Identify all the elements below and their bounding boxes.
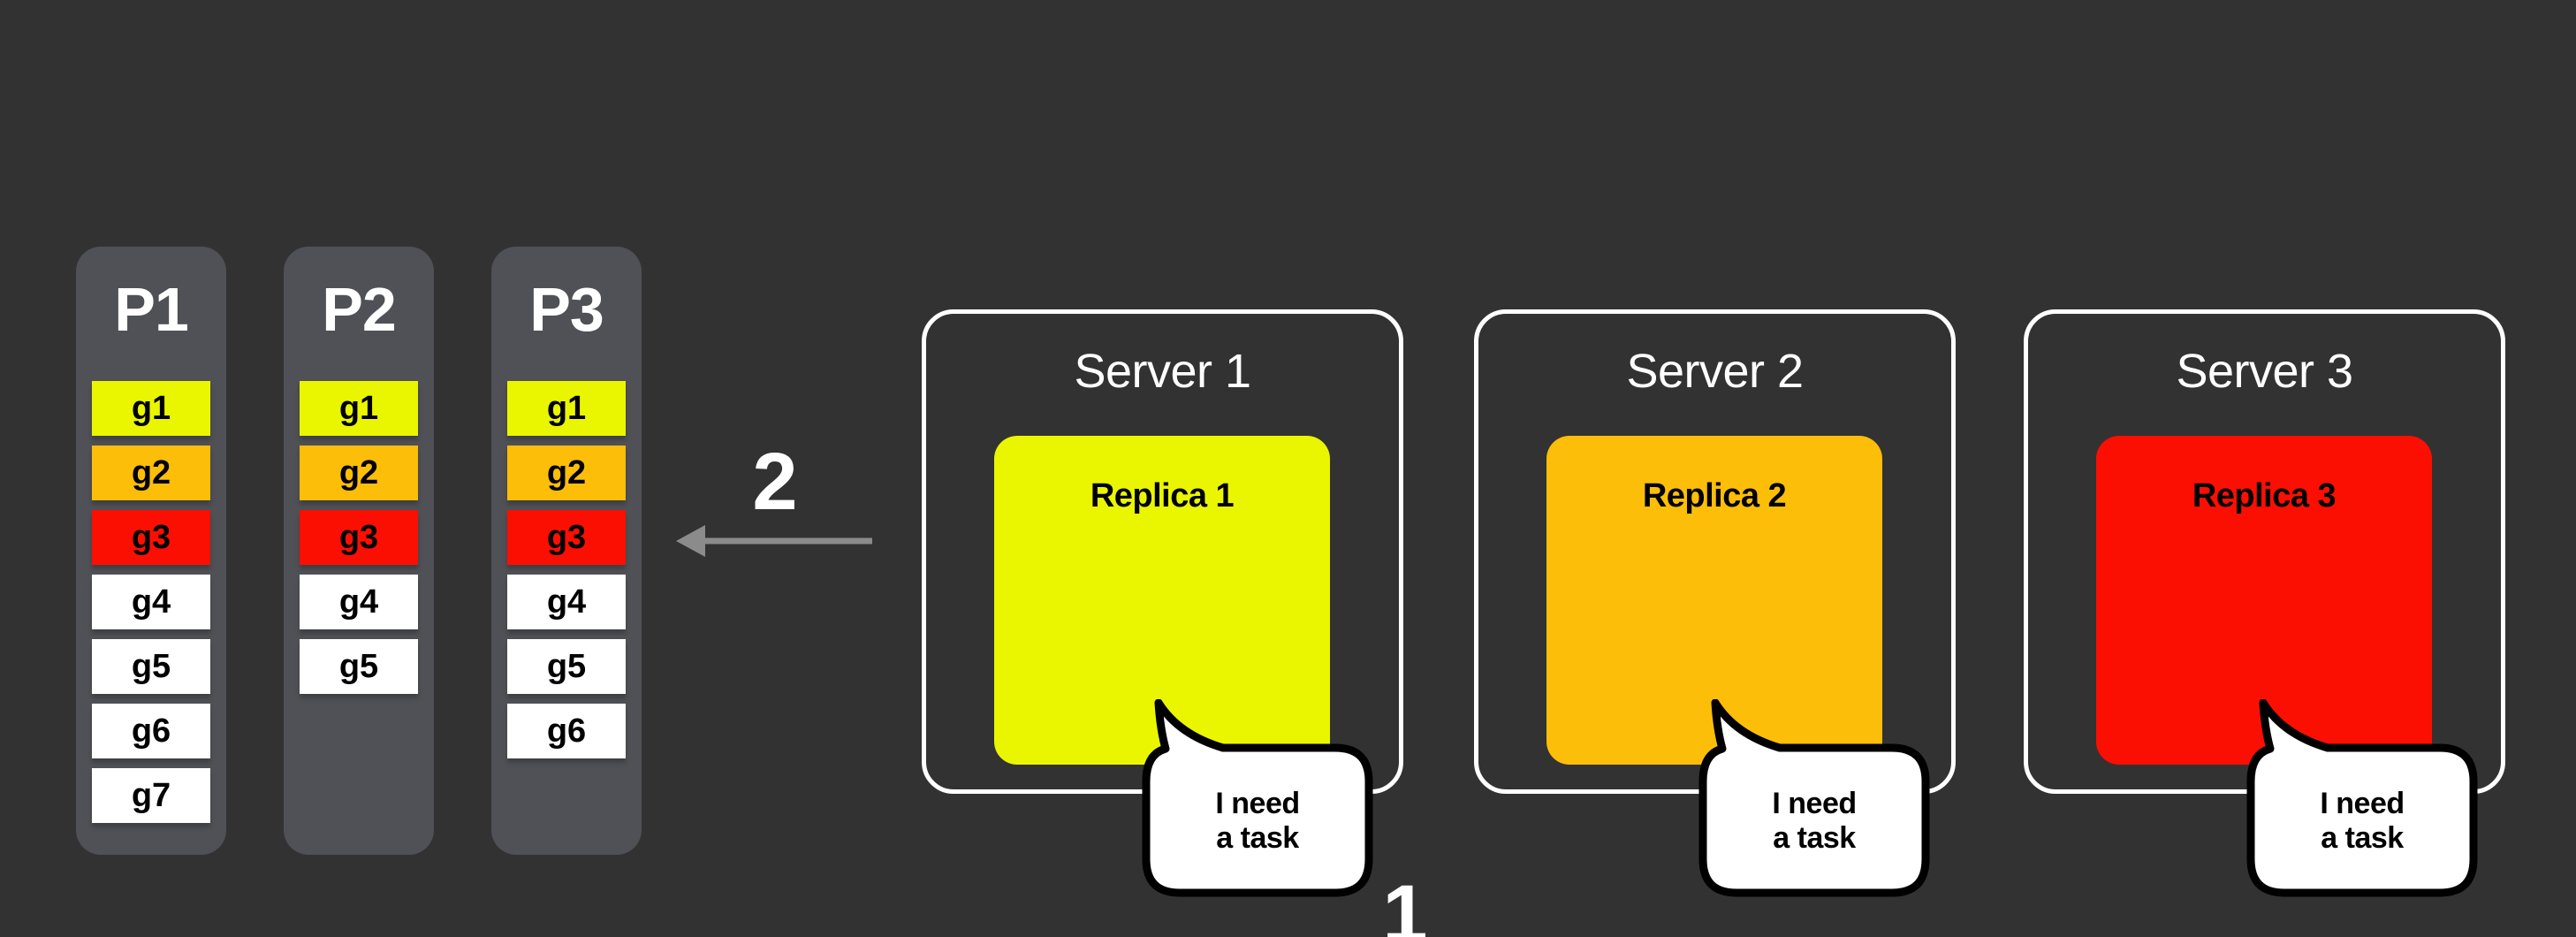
task-cell-g7: g7 bbox=[92, 768, 210, 823]
task-cell-g2: g2 bbox=[92, 446, 210, 500]
task-cell-g5: g5 bbox=[300, 639, 418, 694]
bubble-text: I need a task bbox=[1698, 787, 1930, 856]
step-2-label: 2 bbox=[752, 437, 798, 527]
speech-bubble-shape bbox=[1698, 699, 1930, 897]
task-cell-g1: g1 bbox=[92, 381, 210, 436]
bubble-text: I need a task bbox=[2246, 787, 2478, 856]
task-cell-g1: g1 bbox=[507, 381, 626, 436]
task-cell-g5: g5 bbox=[92, 639, 210, 694]
bubble-line-2: a task bbox=[2321, 821, 2404, 855]
replica-label: Replica 2 bbox=[1642, 477, 1787, 514]
bubble-line-1: I need bbox=[1772, 787, 1857, 820]
partition-title: P1 bbox=[114, 275, 189, 344]
task-cell-g1: g1 bbox=[300, 381, 418, 436]
replica-1-box: Replica 1 bbox=[994, 436, 1330, 765]
speech-bubble-server-2: I need a task bbox=[1698, 699, 1930, 897]
task-cell-g3: g3 bbox=[507, 510, 626, 565]
task-cell-g3: g3 bbox=[92, 510, 210, 565]
task-cell-g2: g2 bbox=[300, 446, 418, 500]
left-arrow-icon bbox=[676, 523, 872, 559]
server-title: Server 3 bbox=[2176, 345, 2353, 398]
replica-label: Replica 3 bbox=[2192, 477, 2337, 514]
partition-title: P3 bbox=[529, 275, 604, 344]
task-cell-g5: g5 bbox=[507, 639, 626, 694]
bubble-text: I need a task bbox=[1142, 787, 1373, 856]
partition-p2: P2 g1 g2 g3 g4 g5 bbox=[284, 247, 434, 855]
server-1-box: Server 1 Replica 1 bbox=[922, 309, 1403, 794]
partition-p3: P3 g1 g2 g3 g4 g5 g6 bbox=[491, 247, 642, 855]
partition-task-list: g1 g2 g3 g4 g5 g6 bbox=[507, 381, 626, 758]
partition-task-list: g1 g2 g3 g4 g5 g6 g7 bbox=[92, 381, 210, 823]
task-cell-g2: g2 bbox=[507, 446, 626, 500]
server-title: Server 2 bbox=[1626, 345, 1804, 398]
bubble-line-2: a task bbox=[1216, 821, 1299, 855]
replica-3-box: Replica 3 bbox=[2096, 436, 2432, 765]
step-1-label: 1 bbox=[1382, 869, 1428, 937]
partition-title: P2 bbox=[322, 275, 397, 344]
task-cell-g4: g4 bbox=[507, 575, 626, 629]
speech-bubble-server-3: I need a task bbox=[2246, 699, 2478, 897]
bubble-line-1: I need bbox=[2320, 787, 2405, 820]
speech-bubble-shape bbox=[2246, 699, 2478, 897]
task-cell-g4: g4 bbox=[92, 575, 210, 629]
bubble-line-2: a task bbox=[1773, 821, 1856, 855]
replica-label: Replica 1 bbox=[1090, 477, 1235, 514]
server-3-box: Server 3 Replica 3 bbox=[2024, 309, 2505, 794]
partition-p1: P1 g1 g2 g3 g4 g5 g6 g7 bbox=[76, 247, 226, 855]
partition-task-list: g1 g2 g3 g4 g5 bbox=[300, 381, 418, 694]
task-cell-g3: g3 bbox=[300, 510, 418, 565]
task-cell-g6: g6 bbox=[92, 704, 210, 758]
server-title: Server 1 bbox=[1074, 345, 1251, 398]
speech-bubble-server-1: I need a task bbox=[1142, 699, 1373, 897]
speech-bubble-shape bbox=[1142, 699, 1373, 897]
task-cell-g4: g4 bbox=[300, 575, 418, 629]
bubble-line-1: I need bbox=[1215, 787, 1300, 820]
task-cell-g6: g6 bbox=[507, 704, 626, 758]
